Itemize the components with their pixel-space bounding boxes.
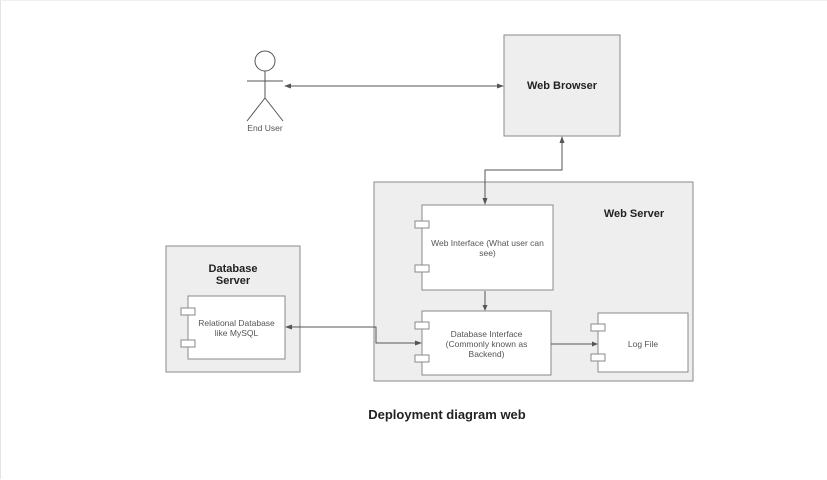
web-server-label: Web Server <box>603 208 665 220</box>
arrowhead-dbinterface-top <box>482 305 488 311</box>
end-user-label: End User <box>247 123 283 133</box>
database-server-label: Database Server <box>208 263 258 287</box>
web-browser-node[interactable] <box>503 34 621 137</box>
actor-left-leg <box>246 97 266 122</box>
log-file-component[interactable] <box>597 312 689 373</box>
relational-database-port-bottom <box>180 339 196 348</box>
edge-dbinterface-database <box>285 324 422 346</box>
arrowhead-user <box>284 83 291 89</box>
log-file-port-bottom <box>590 353 606 362</box>
actor-right-leg <box>264 97 284 122</box>
web-interface-port-top <box>414 220 430 229</box>
edge-dbinterface-logfile <box>551 341 598 347</box>
relational-database-port-top <box>180 307 196 316</box>
database-interface-port-top <box>414 321 430 330</box>
relational-database-label: Relational Database like MySQL <box>198 318 275 338</box>
web-interface-label: Web Interface (What user can see) <box>431 238 544 258</box>
relational-database-component[interactable] <box>187 295 286 360</box>
log-file-label: Log File <box>627 339 659 349</box>
edge-user-browser <box>284 83 504 89</box>
arrowhead-logfile <box>592 341 598 347</box>
arrowhead-dbinterface-left <box>415 340 422 346</box>
end-user-actor[interactable] <box>246 50 284 122</box>
database-interface-label: Database Interface (Commonly known as Ba… <box>445 329 528 359</box>
diagram-title: Deployment diagram web <box>368 407 526 422</box>
web-interface-component[interactable] <box>421 204 554 291</box>
edge-webinterface-dbinterface <box>482 291 488 311</box>
edge-browser-webinterface <box>482 136 565 205</box>
web-interface-port-bottom <box>414 264 430 273</box>
arrowhead-browser-bottom <box>559 136 565 143</box>
arrowhead-database <box>285 324 292 330</box>
log-file-port-top <box>590 323 606 332</box>
database-interface-component[interactable] <box>421 310 552 376</box>
database-interface-port-bottom <box>414 354 430 363</box>
web-browser-label: Web Browser <box>526 80 598 92</box>
arrowhead-webinterface-top <box>482 198 488 205</box>
arrowhead-browser <box>497 83 504 89</box>
actor-head <box>254 50 276 72</box>
